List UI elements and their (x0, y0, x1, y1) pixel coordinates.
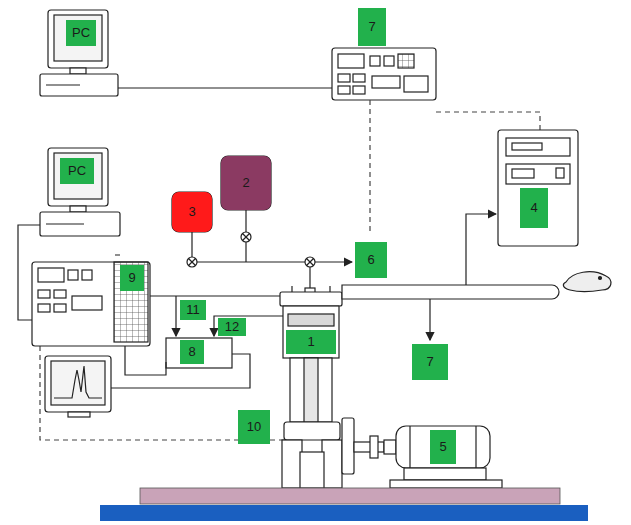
callout-number: PC (68, 164, 86, 178)
callout-box: PC (66, 20, 96, 46)
callout-number: 7 (426, 355, 433, 369)
callout-number: 5 (439, 440, 446, 454)
callout-box: 7 (412, 344, 448, 380)
callout-box: 4 (520, 188, 548, 228)
callout-number: 4 (530, 201, 537, 215)
callout-number: 6 (367, 253, 374, 267)
callout-number: 2 (242, 176, 249, 190)
callout-number: 3 (188, 205, 195, 219)
callout-box: 5 (430, 430, 456, 464)
callout-number: 9 (128, 271, 135, 285)
callout-box: 11 (180, 300, 206, 320)
callout-number: 7 (368, 20, 375, 34)
callout-box: 6 (355, 242, 387, 278)
callout-number: PC (72, 26, 90, 40)
callout-number: 8 (188, 345, 195, 359)
callout-box: 9 (120, 265, 144, 291)
callout-box: 7 (358, 8, 386, 46)
callout-box: 1 (286, 330, 336, 354)
callout-box: 12 (218, 318, 246, 336)
callout-box: PC (60, 158, 94, 184)
callout-number: 10 (247, 420, 261, 434)
callout-number: 1 (307, 335, 314, 349)
callout-box: 8 (180, 340, 204, 364)
gas-bottle: 3 (172, 192, 212, 232)
callout-number: 11 (186, 303, 200, 317)
callout-box: 10 (238, 410, 270, 444)
gas-bottle: 2 (221, 156, 271, 210)
callout-number: 12 (225, 320, 239, 334)
